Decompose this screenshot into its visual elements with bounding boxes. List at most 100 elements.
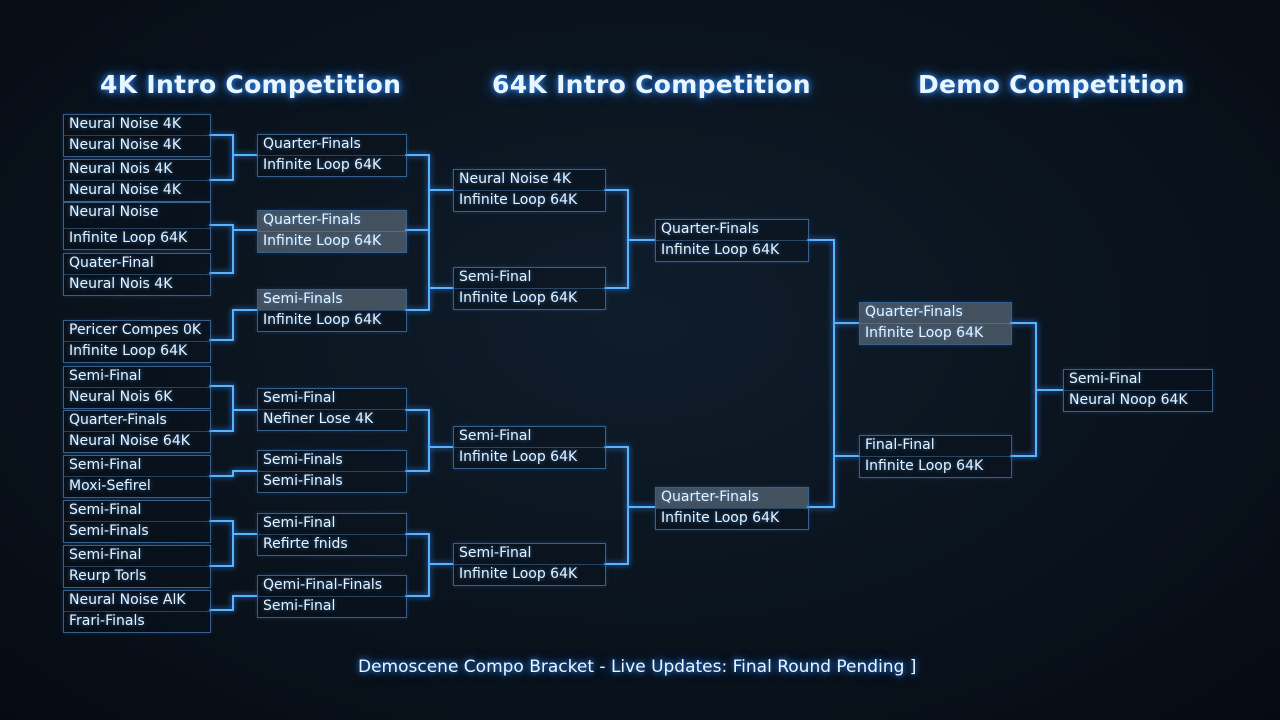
entry-slot: Neural Noise 4K <box>69 116 182 132</box>
match-box[interactable]: Semi-Finals Semi-Finals <box>257 450 407 493</box>
match-box[interactable]: Semi-Final Nefiner Lose 4K <box>257 388 407 431</box>
entry-slot: Infinite Loop 64K <box>656 508 808 529</box>
status-cursor: ] <box>909 657 917 677</box>
entry-slot: Infinite Loop 64K <box>454 564 605 585</box>
match-box[interactable]: Semi-Final Infinite Loop 64K <box>453 426 606 469</box>
title-demo: Demo Competition <box>918 70 1185 99</box>
match-box[interactable]: Neural Noise 4K Infinite Loop 64K <box>453 169 606 212</box>
connector <box>604 189 629 289</box>
match-box[interactable]: Final-Final Infinite Loop 64K <box>859 435 1012 478</box>
match-box[interactable]: Quater-Final Neural Nois 4K <box>63 253 211 296</box>
connector <box>405 533 430 597</box>
entry-slot: Neural Noise 4K <box>459 171 572 187</box>
entry-slot: Semi-Final <box>263 515 336 531</box>
entry-slot: Pericer Compes 0K <box>69 322 202 338</box>
entry-slot: Quarter-Finals <box>69 412 167 428</box>
entry-slot: Infinite Loop 64K <box>656 240 808 261</box>
entry-slot: Semi-Final <box>69 502 142 518</box>
match-box[interactable]: Quarter-Finals Infinite Loop 64K <box>257 210 407 253</box>
match-box[interactable]: Neural Noise Infinite Loop 64K <box>63 202 211 250</box>
entry-slot: Neural Noise <box>69 204 159 220</box>
entry-slot: Semi-Finals <box>64 521 210 542</box>
title-4k-intro: 4K Intro Competition <box>100 70 402 99</box>
entry-slot: Neural Noise AlK <box>69 592 186 608</box>
entry-slot: Frari-Finals <box>64 611 210 632</box>
match-box[interactable]: Pericer Compes 0K Infinite Loop 64K <box>63 320 211 363</box>
match-box[interactable]: Semi-Final Refirte fnids <box>257 513 407 556</box>
entry-slot: Neural Nois 6K <box>64 387 210 408</box>
connector <box>209 134 234 181</box>
entry-slot-highlighted: Quarter-Finals <box>258 211 406 231</box>
entry-slot: Neural Noop 64K <box>1064 390 1212 411</box>
entry-slot: Infinite Loop 64K <box>860 456 1011 477</box>
entry-slot: Neural Noise 4K <box>64 135 210 156</box>
match-box[interactable]: Quarter-Finals Infinite Loop 64K <box>655 487 809 530</box>
entry-slot-highlighted: Infinite Loop 64K <box>860 323 1011 344</box>
entry-slot: Neural Noise 64K <box>64 431 210 452</box>
entry-slot: Quarter-Finals <box>263 136 361 152</box>
match-box[interactable]: Semi-Final Semi-Finals <box>63 500 211 543</box>
entry-slot: Nefiner Lose 4K <box>258 409 406 430</box>
entry-slot: Infinite Loop 64K <box>454 288 605 309</box>
match-box[interactable]: Semi-Final Infinite Loop 64K <box>453 543 606 586</box>
entry-slot: Semi-Finals <box>258 471 406 492</box>
match-box[interactable]: Semi-Final Moxi-Sefirel <box>63 455 211 498</box>
match-box[interactable]: Semi-Final Infinite Loop 64K <box>453 267 606 310</box>
connector <box>405 409 430 472</box>
entry-slot: Quater-Final <box>69 255 154 271</box>
entry-slot: Semi-Final <box>459 428 532 444</box>
connector <box>209 520 234 567</box>
connector <box>209 470 257 477</box>
connector <box>209 224 234 274</box>
entry-slot: Semi-Final <box>69 368 142 384</box>
match-box[interactable]: Quarter-Finals Neural Noise 64K <box>63 410 211 453</box>
entry-slot: Semi-Final <box>69 457 142 473</box>
match-box[interactable]: Semi-Final Neural Nois 6K <box>63 366 211 409</box>
match-box[interactable]: Quarter-Finals Infinite Loop 64K <box>655 219 809 262</box>
match-box[interactable]: Neural Noise AlK Frari-Finals <box>63 590 211 633</box>
entry-slot: Infinite Loop 64K <box>64 228 210 249</box>
entry-slot: Semi-Final <box>263 390 336 406</box>
connector <box>1010 322 1037 457</box>
match-box[interactable]: Semi-Finals Infinite Loop 64K <box>257 289 407 332</box>
entry-slot: Infinite Loop 64K <box>258 310 406 331</box>
connector <box>405 154 430 231</box>
entry-slot: Neural Noise 4K <box>64 180 210 201</box>
entry-slot: Semi-Final <box>459 269 532 285</box>
title-64k-intro: 64K Intro Competition <box>492 70 811 99</box>
match-box[interactable]: Quarter-Finals Infinite Loop 64K <box>257 134 407 177</box>
connector <box>209 309 257 341</box>
entry-slot-highlighted: Quarter-Finals <box>656 488 808 508</box>
entry-slot: Semi-Final <box>459 545 532 561</box>
entry-slot: Infinite Loop 64K <box>454 190 605 211</box>
entry-slot: Semi-Finals <box>263 452 343 468</box>
match-box[interactable]: Neural Noise 4K Neural Noise 4K <box>63 114 211 157</box>
entry-slot: Qemi-Final-Finals <box>263 577 383 593</box>
entry-slot: Reurp Torls <box>64 566 210 587</box>
match-box[interactable]: Quarter-Finals Infinite Loop 64K <box>859 302 1012 345</box>
entry-slot: Semi-Final <box>69 547 142 563</box>
entry-slot-highlighted: Semi-Finals <box>258 290 406 310</box>
entry-slot: Refirte fnids <box>258 534 406 555</box>
entry-slot: Infinite Loop 64K <box>454 447 605 468</box>
entry-slot-highlighted: Quarter-Finals <box>860 303 1011 323</box>
entry-slot: Neural Nois 4K <box>64 274 210 295</box>
status-bar: Demoscene Compo Bracket - Live Updates: … <box>358 657 916 677</box>
entry-slot: Moxi-Sefirel <box>64 476 210 497</box>
entry-slot: Final-Final <box>865 437 935 453</box>
connector <box>807 239 835 508</box>
status-text: Demoscene Compo Bracket - Live Updates: … <box>358 657 905 677</box>
match-box[interactable]: Qemi-Final-Finals Semi-Final <box>257 575 407 618</box>
entry-slot: Neural Nois 4K <box>69 161 173 177</box>
match-box[interactable]: Semi-Final Reurp Torls <box>63 545 211 588</box>
connector <box>405 230 430 311</box>
final-match-box[interactable]: Semi-Final Neural Noop 64K <box>1063 369 1213 412</box>
entry-slot: Quarter-Finals <box>661 221 759 237</box>
connector <box>604 446 629 565</box>
connector <box>209 595 257 611</box>
match-box[interactable]: Neural Nois 4K Neural Noise 4K <box>63 159 211 202</box>
entry-slot-highlighted: Infinite Loop 64K <box>258 231 406 252</box>
entry-slot: Semi-Final <box>258 596 406 617</box>
entry-slot: Infinite Loop 64K <box>64 341 210 362</box>
